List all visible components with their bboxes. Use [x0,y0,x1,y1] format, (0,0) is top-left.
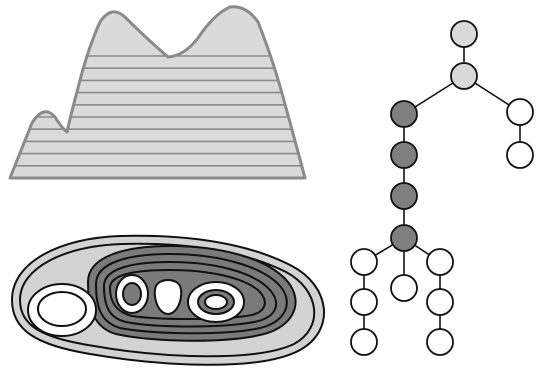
tree-node-r2 [506,141,534,169]
tree-node-b [450,62,478,90]
tree-node-root [450,20,478,48]
tree-node-l2 [350,288,378,316]
contour-left-hollow-inner [37,291,87,327]
tree-node-m1 [390,274,418,302]
contour-peak-2-core [204,294,228,310]
tree-node-r1 [506,98,534,126]
tree-node-l3 [350,328,378,356]
tree-node-s2 [390,141,418,169]
tree-node-l1 [350,248,378,276]
tree-node-s3 [390,182,418,210]
tree-node-g3 [426,328,454,356]
contour-saddle [153,279,183,316]
tree-node-s4 [390,224,418,252]
contour-map [10,234,325,366]
tree-node-g1 [426,248,454,276]
tree-node-s1 [390,100,418,128]
node-tree [350,20,534,356]
contour-peak-1-inner [122,282,142,306]
tree-node-g2 [426,288,454,316]
tree-nodes [350,20,534,356]
mountain-profile [8,5,307,180]
